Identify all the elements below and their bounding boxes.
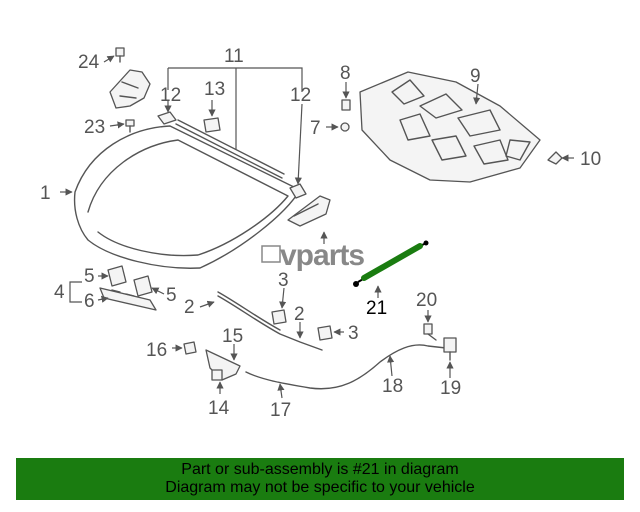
clip-10 — [547, 151, 563, 165]
latch-assembly — [99, 265, 157, 311]
bumper-stop-right — [289, 183, 307, 199]
callout-18: 18 — [382, 376, 403, 397]
callout-20: 20 — [416, 290, 437, 311]
hood-weatherstrip — [175, 119, 285, 179]
release-cable-17 — [245, 344, 447, 390]
hood-panel — [73, 125, 301, 269]
callout-4: 4 — [54, 282, 65, 303]
clip-3-right — [317, 325, 333, 341]
watermark-logo: vparts — [261, 239, 365, 272]
callout-16: 16 — [146, 340, 167, 361]
banner-line-2: Diagram may not be specific to your vehi… — [165, 479, 475, 496]
callout-17: 17 — [270, 400, 291, 421]
bolt-20 — [423, 323, 437, 341]
callout-10: 10 — [580, 149, 601, 170]
callout-8: 8 — [340, 63, 351, 84]
bumper-stop-left — [157, 111, 177, 125]
watermark-text: vparts — [280, 239, 364, 272]
plug-8 — [341, 99, 351, 111]
info-banner: Part or sub-assembly is #21 in diagram D… — [16, 458, 624, 500]
callout-7: 7 — [310, 118, 321, 139]
callout-24: 24 — [78, 52, 100, 73]
callout-6: 6 — [84, 291, 95, 312]
callout-15: 15 — [222, 326, 243, 347]
callout-3-top: 3 — [278, 270, 289, 291]
callout-13: 13 — [204, 79, 225, 100]
clip-3-left — [271, 309, 287, 325]
grommet-7 — [340, 122, 350, 132]
callout-23: 23 — [84, 117, 105, 138]
callout-2-right: 2 — [294, 304, 305, 325]
hood-lift-support-21 — [353, 240, 429, 287]
leader-lines — [60, 55, 574, 399]
callout-3-right: 3 — [348, 323, 359, 344]
bolt-24 — [115, 47, 125, 63]
callout-1: 1 — [40, 183, 51, 204]
callout-5-right: 5 — [166, 285, 177, 306]
hood-hinge-right — [287, 195, 331, 227]
release-handle — [205, 349, 241, 381]
banner-line-1: Part or sub-assembly is #21 in diagram — [181, 461, 459, 478]
callout-9: 9 — [470, 66, 481, 87]
callout-12-right: 12 — [290, 85, 311, 106]
hood-latch-19 — [443, 337, 457, 361]
bolt-23 — [125, 119, 135, 133]
callout-2-left: 2 — [184, 297, 195, 318]
hood-hinge-bracket-left — [109, 69, 151, 109]
clip-13 — [203, 117, 221, 133]
hood-insulator — [359, 71, 541, 183]
release-cable-2 — [217, 291, 323, 351]
callout-5-left: 5 — [84, 266, 95, 287]
callout-11: 11 — [224, 46, 244, 67]
callout-19: 19 — [440, 378, 461, 399]
parts-diagram: vparts 1 24 23 11 12 13 12 8 7 9 10 4 5 … — [40, 46, 601, 421]
clip-16 — [183, 341, 197, 355]
callout-12-left: 12 — [160, 85, 181, 106]
callout-14: 14 — [208, 398, 230, 419]
callout-labels: 1 24 23 11 12 13 12 8 7 9 10 4 5 5 6 2 3… — [40, 46, 601, 421]
callout-21: 21 — [366, 298, 387, 319]
